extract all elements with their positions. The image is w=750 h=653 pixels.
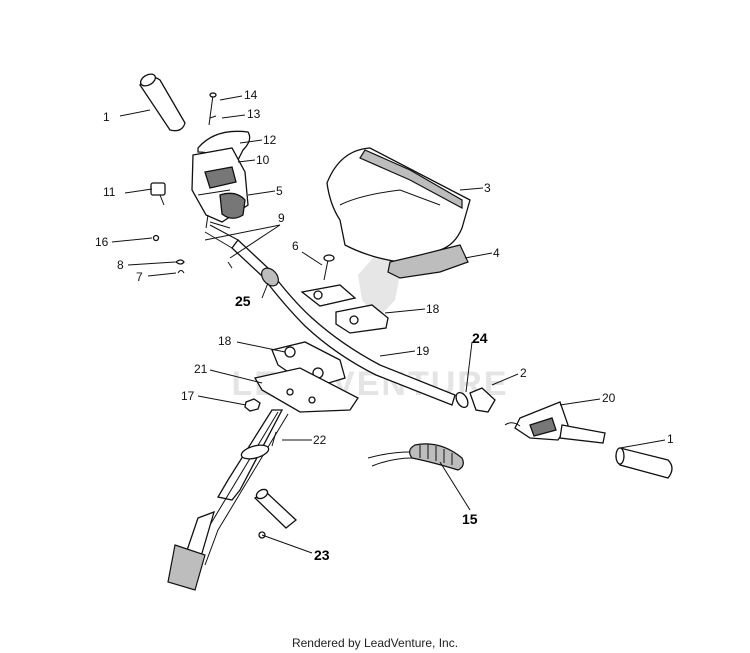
callout-25: 25 [235,293,251,309]
part-nut-17 [244,398,261,412]
callout-24: 24 [472,330,488,346]
part-nut-16 [152,234,160,242]
callout-1-left: 1 [103,110,110,124]
callout-16: 16 [95,235,109,249]
callout-23: 23 [314,547,330,563]
part-handlebar [204,224,456,406]
part-washer-8 [174,259,185,265]
part-pin [208,92,217,126]
callout-6: 6 [292,239,299,253]
part-heater-coil [367,443,464,471]
callout-5: 5 [276,184,283,198]
part-pin-22 [271,431,277,447]
part-right-bushing [455,387,496,413]
footer-credit: Rendered by LeadVenture, Inc. [291,636,459,650]
part-grip-left [139,73,186,132]
callout-4: 4 [493,246,500,260]
part-control-housing [191,147,249,229]
callout-3: 3 [484,181,491,195]
callout-11: 11 [103,185,116,199]
part-spring-7 [177,270,185,274]
part-right-housing [504,401,606,444]
callout-20: 20 [602,391,616,405]
part-column [194,409,289,566]
part-cover [326,147,471,263]
callout-22: 22 [313,433,327,447]
callout-19: 19 [416,344,430,358]
part-grip-right [615,447,673,479]
callouts: 1 14 13 12 10 11 5 9 16 8 7 3 4 6 25 18 … [95,88,674,563]
callout-10: 10 [256,153,270,167]
callout-18-upper: 18 [426,302,440,316]
callout-12: 12 [263,133,277,147]
leader-lines [111,95,666,554]
callout-7: 7 [136,270,143,284]
callout-8: 8 [117,258,124,272]
callout-9: 9 [278,211,285,225]
part-clamp-upper [300,284,389,334]
part-mount-lower [253,341,359,413]
part-clip [209,115,217,119]
callout-14: 14 [244,88,258,102]
callout-2: 2 [520,366,527,380]
part-screw-6 [323,254,335,281]
part-lower-sleeve [167,488,297,591]
callout-15: 15 [462,511,478,527]
callout-13: 13 [247,107,261,121]
callout-21: 21 [194,362,208,376]
callout-17: 17 [181,389,195,403]
part-pad [387,244,469,279]
part-screw-9 [227,261,233,269]
callout-18-lower: 18 [218,334,232,348]
part-cable-clamp [150,182,166,206]
part-grommet [261,267,279,287]
callout-1-right: 1 [667,432,674,446]
